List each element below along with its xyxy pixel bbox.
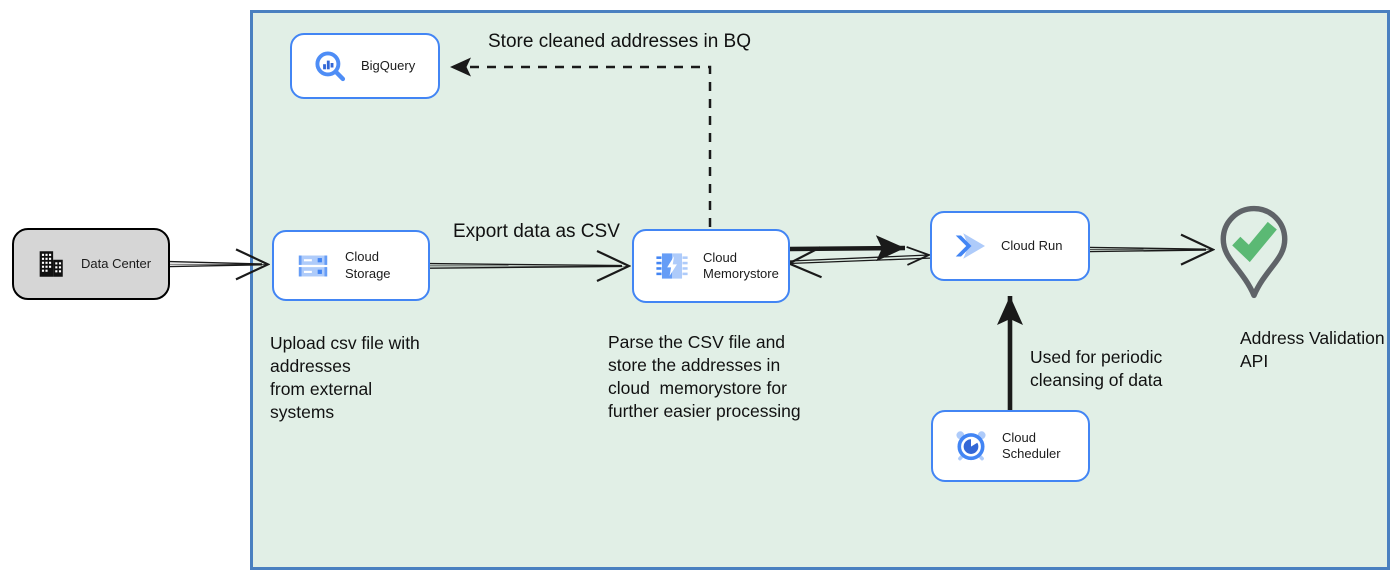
node-label: Cloud Memorystore bbox=[703, 249, 779, 281]
double-chevron-icon bbox=[952, 228, 988, 264]
gcp-boundary-box bbox=[250, 10, 1390, 570]
edge-cloudrun-to-validation-api bbox=[1089, 247, 1213, 251]
node-data-center[interactable]: Data Center bbox=[12, 228, 170, 300]
node-bigquery[interactable]: BigQuery bbox=[290, 33, 440, 99]
node-label: BigQuery bbox=[361, 57, 416, 73]
memory-chip-bolt-icon bbox=[654, 248, 690, 284]
node-cloud-storage[interactable]: Cloud Storage bbox=[272, 230, 430, 301]
node-cloud-scheduler[interactable]: Cloud Scheduler bbox=[931, 410, 1090, 482]
parse-note: Parse the CSV file and store the address… bbox=[608, 332, 801, 421]
upload-note: Upload csv file with addresses from exte… bbox=[270, 333, 420, 422]
edge-cloudstorage-to-memorystore bbox=[429, 264, 629, 269]
node-label: Cloud Scheduler bbox=[1002, 429, 1061, 461]
node-label: Data Center bbox=[81, 255, 152, 271]
edge-memorystore-to-cloudrun-secondary bbox=[789, 255, 929, 261]
label-export-data-csv: Export data as CSV bbox=[453, 221, 620, 242]
magnifier-chart-icon bbox=[312, 48, 348, 84]
node-label: Cloud Run bbox=[1001, 237, 1063, 253]
node-cloud-memorystore[interactable]: Cloud Memorystore bbox=[632, 229, 790, 303]
node-label: Cloud Storage bbox=[345, 249, 391, 281]
node-cloud-run[interactable]: Cloud Run bbox=[930, 211, 1090, 281]
address-validation-api-label: Address Validation API bbox=[1240, 328, 1385, 371]
map-pin-check-icon bbox=[1220, 205, 1288, 299]
edge-memorystore-to-cloudrun-primary bbox=[789, 235, 906, 262]
storage-buckets-icon bbox=[294, 249, 332, 283]
edge-cloudrun-to-memorystore bbox=[789, 258, 934, 264]
edge-memorystore-to-bigquery-dashed bbox=[450, 57, 712, 227]
alarm-clock-icon bbox=[953, 428, 989, 464]
building-icon bbox=[34, 247, 68, 281]
edge-datacenter-to-cloudstorage bbox=[169, 262, 268, 267]
label-store-cleaned-addresses: Store cleaned addresses in BQ bbox=[488, 31, 751, 52]
scheduler-note: Used for periodic cleansing of data bbox=[1030, 347, 1163, 390]
address-validation-api-symbol[interactable] bbox=[1216, 205, 1292, 314]
